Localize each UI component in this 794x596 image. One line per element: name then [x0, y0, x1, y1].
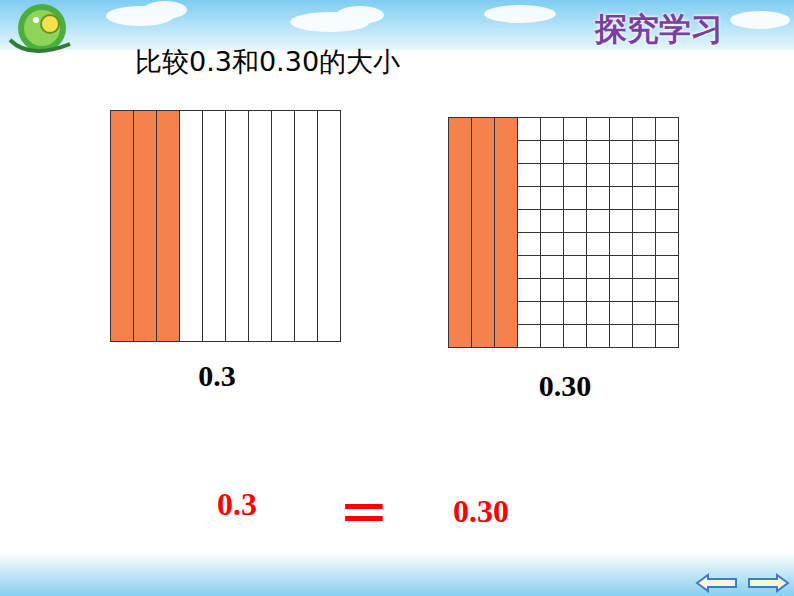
mascot-icon: [10, 4, 70, 52]
grid-model: 0.3: [110, 110, 340, 341]
hundred-grid: [110, 110, 341, 342]
shaded-part: [111, 111, 180, 342]
hundred-grid: [448, 117, 679, 348]
equals-sign: =: [339, 477, 389, 543]
compare-value: 0.3: [217, 487, 257, 522]
grid-model: 0.30: [448, 117, 678, 347]
grid-value: 0.30: [539, 369, 592, 402]
bottom-band: [0, 552, 794, 596]
compare-value: 0.30: [453, 494, 509, 529]
top-band: [0, 0, 794, 50]
nav-arrows: [697, 575, 788, 591]
slide-title: 比较0.3和0.30的大小: [135, 47, 400, 77]
shaded-part: [449, 118, 518, 348]
section-tag: 探究学习: [595, 12, 723, 47]
grid-value: 0.3: [198, 359, 236, 392]
